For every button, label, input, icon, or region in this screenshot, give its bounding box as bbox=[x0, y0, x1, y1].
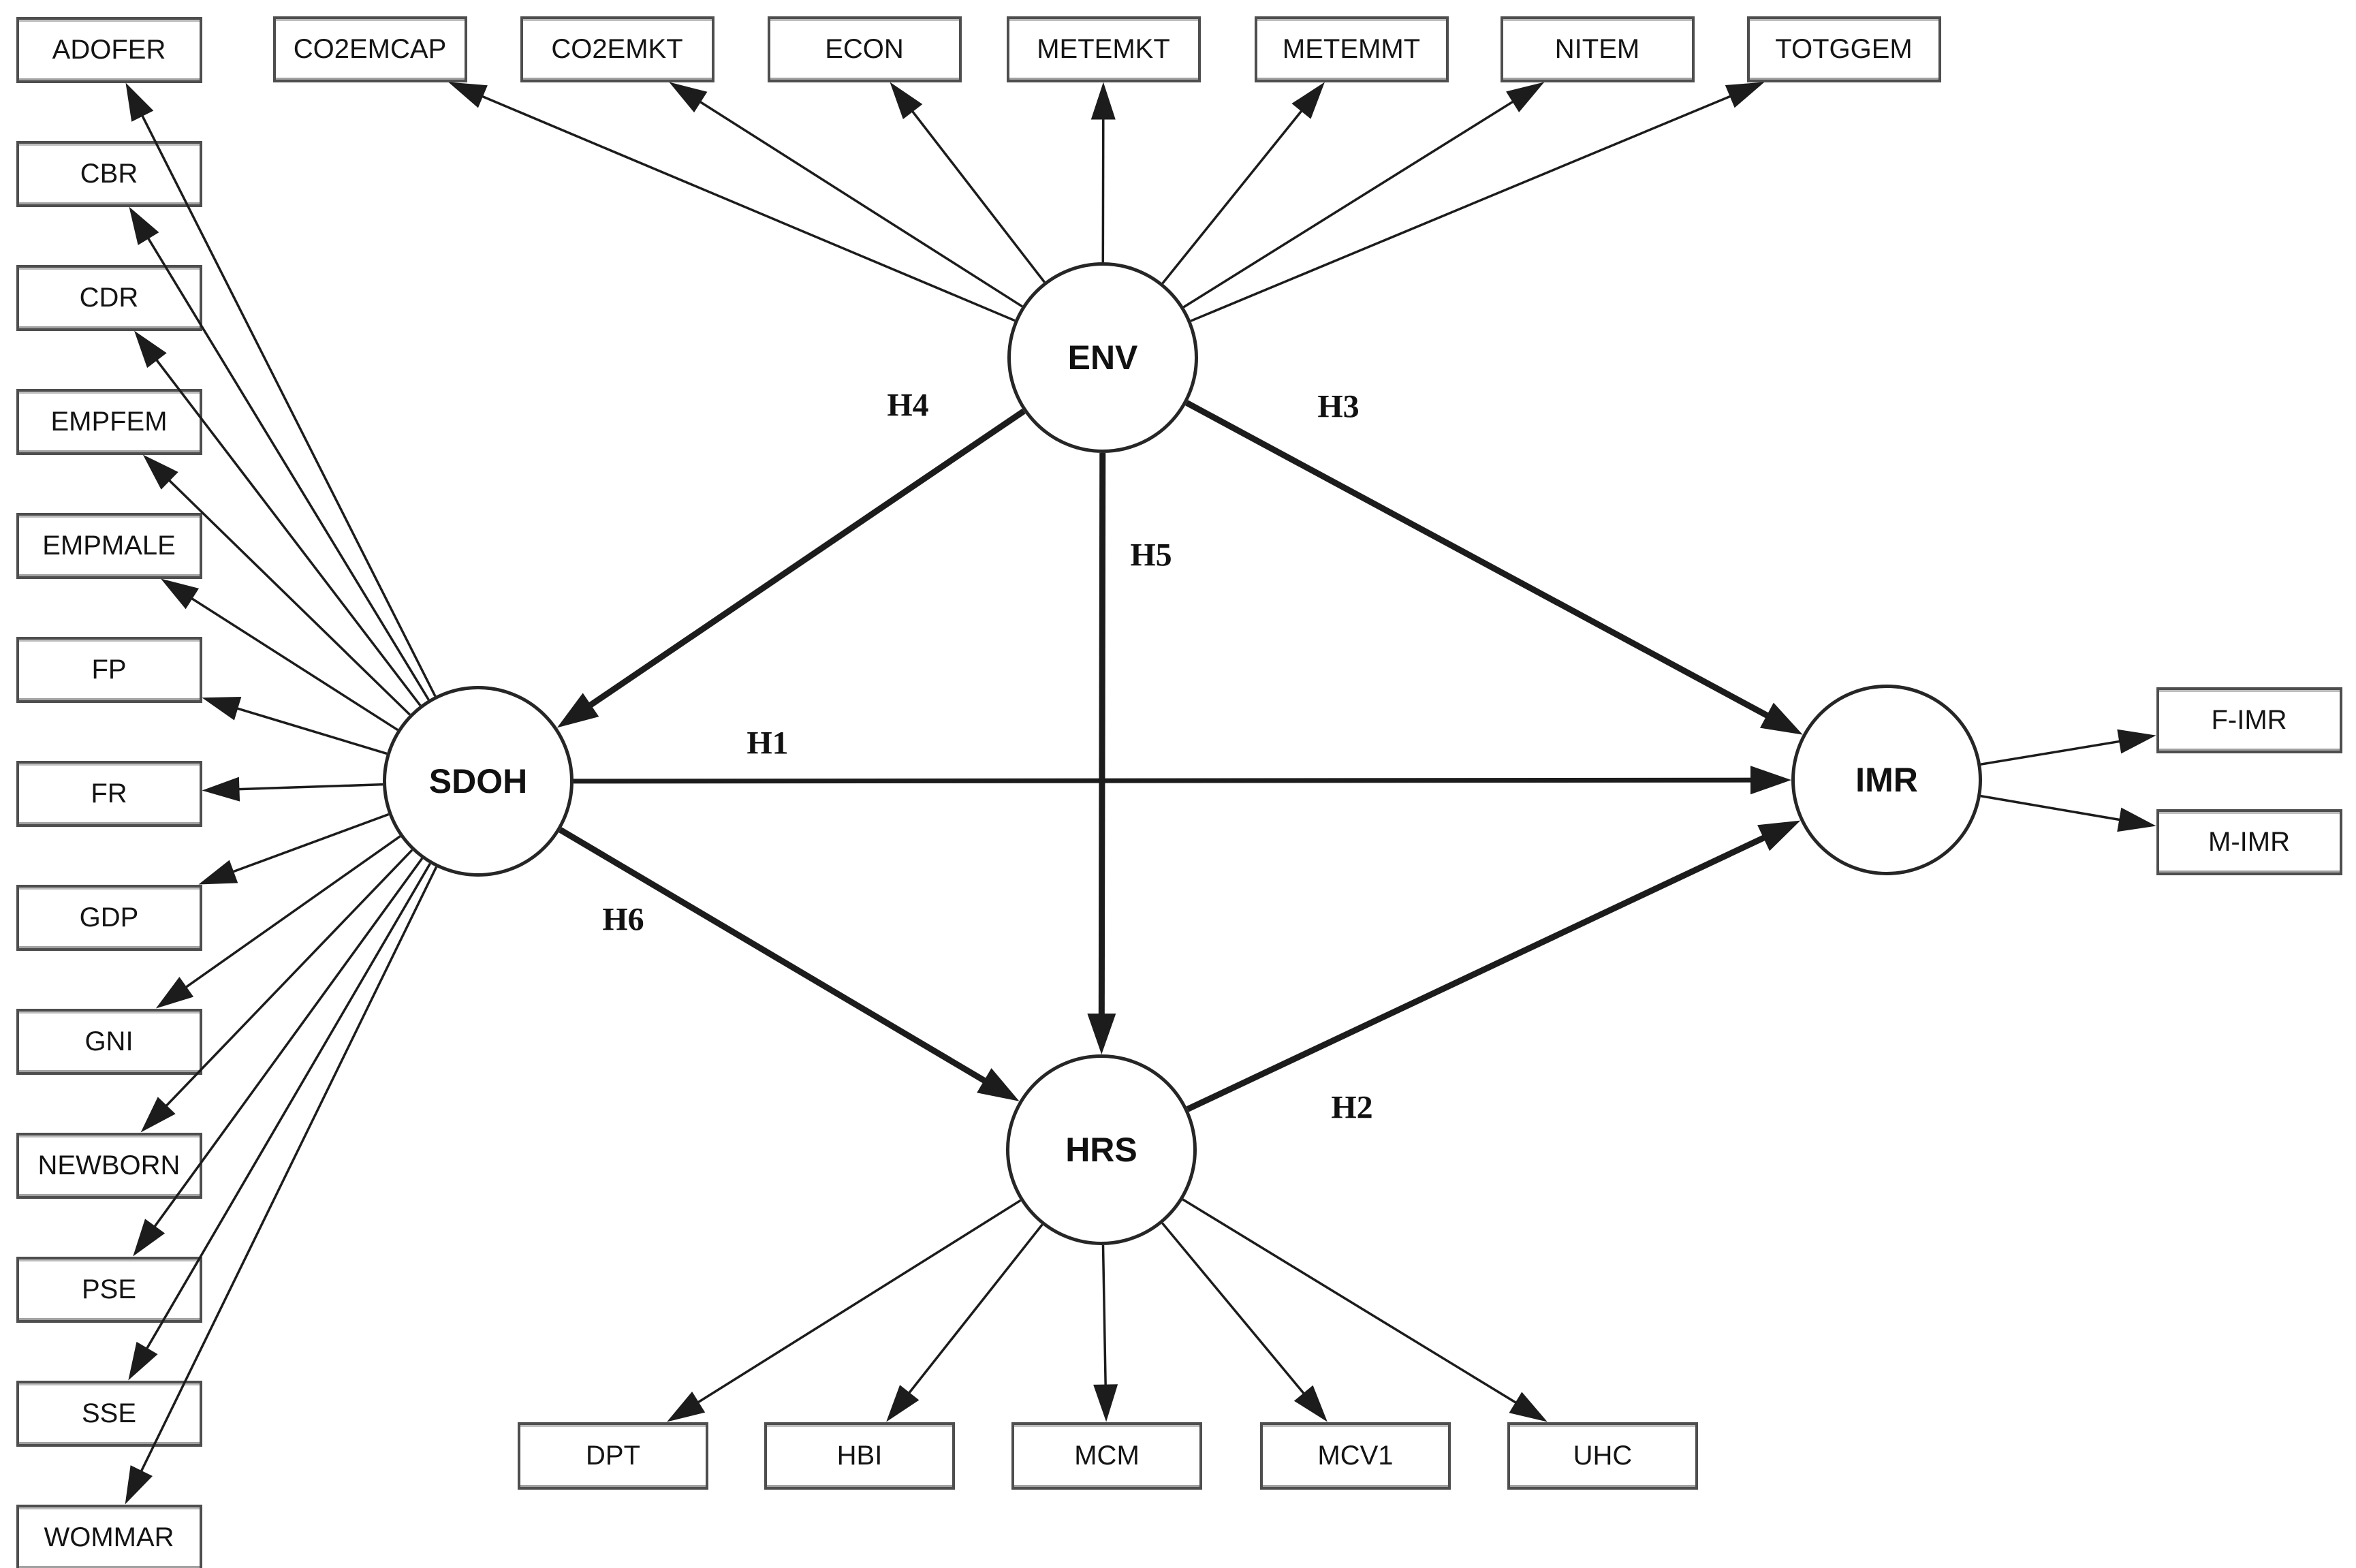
edge-imr-f-imr-line bbox=[1980, 737, 2138, 766]
edge-sdoh-empmale-arrowhead bbox=[160, 578, 200, 610]
edge-h3-env-imr-line bbox=[1185, 400, 1787, 728]
edge-sdoh-wommar-arrowhead bbox=[125, 1465, 153, 1505]
edge-sdoh-fr-line bbox=[220, 783, 383, 791]
edge-env-totggem-arrowhead bbox=[1725, 82, 1765, 108]
edge-env-nitem-line bbox=[1182, 91, 1529, 309]
edge-h5-env-hrs-line bbox=[1098, 452, 1106, 1035]
edge-h6-sdoh-hrs-arrowhead bbox=[977, 1068, 1020, 1101]
edge-sdoh-fp-line bbox=[219, 702, 388, 755]
hypothesis-label-h3: H3 bbox=[1317, 388, 1360, 425]
edge-sdoh-adofer-arrowhead bbox=[125, 82, 154, 122]
edge-h1-sdoh-imr-arrowhead bbox=[1750, 766, 1791, 795]
edge-hrs-dpt-arrowhead bbox=[667, 1392, 706, 1422]
indicator-box-econ: ECON bbox=[767, 16, 962, 82]
indicator-box-f-imr: F-IMR bbox=[2156, 687, 2342, 753]
indicator-box-dpt: DPT bbox=[518, 1422, 708, 1490]
edge-sdoh-pse-arrowhead bbox=[133, 1219, 166, 1257]
latent-hrs-circle: HRS bbox=[1006, 1054, 1197, 1245]
indicator-box-co2emcap: CO2EMCAP bbox=[272, 16, 467, 82]
edge-env-metemmt-line bbox=[1161, 95, 1315, 285]
edge-sdoh-empfem-arrowhead bbox=[142, 454, 178, 490]
edge-sdoh-sse-arrowhead bbox=[128, 1341, 158, 1381]
latent-imr-circle: IMR bbox=[1791, 685, 1982, 875]
edge-env-nitem-arrowhead bbox=[1506, 82, 1545, 112]
indicator-box-wommar: WOMMAR bbox=[16, 1504, 202, 1568]
edge-hrs-dpt-line bbox=[682, 1199, 1022, 1413]
hypothesis-label-h4: H4 bbox=[887, 387, 929, 424]
edge-hrs-hbi-arrowhead bbox=[886, 1385, 920, 1422]
indicator-box-mcm: MCM bbox=[1011, 1422, 1202, 1490]
edge-hrs-mcv1-arrowhead bbox=[1293, 1385, 1328, 1422]
edge-imr-m-imr-line bbox=[1980, 794, 2138, 824]
edge-h5-env-hrs-arrowhead bbox=[1087, 1013, 1116, 1055]
latent-hrs-label: HRS bbox=[1065, 1131, 1137, 1169]
edge-sdoh-gdp-line bbox=[215, 813, 390, 879]
edge-h3-env-imr-arrowhead bbox=[1759, 702, 1803, 735]
edge-sdoh-gni-line bbox=[170, 835, 401, 999]
edge-imr-f-imr-arrowhead bbox=[2117, 729, 2156, 754]
indicator-box-empmale: EMPMALE bbox=[16, 512, 202, 579]
edge-sdoh-newborn-arrowhead bbox=[140, 1097, 176, 1133]
edge-env-econ-line bbox=[900, 96, 1046, 283]
indicator-box-gni: GNI bbox=[16, 1008, 202, 1075]
edge-env-co2emkt-line bbox=[684, 91, 1023, 308]
edge-h4-env-sdoh-arrowhead bbox=[556, 693, 599, 728]
latent-sdoh-circle: SDOH bbox=[383, 686, 574, 877]
edge-hrs-uhc-line bbox=[1182, 1198, 1533, 1413]
edge-env-totggem-line bbox=[1190, 88, 1748, 322]
latent-env-label: ENV bbox=[1067, 339, 1138, 377]
indicator-box-newborn: NEWBORN bbox=[16, 1132, 202, 1199]
edge-hrs-hbi-line bbox=[896, 1223, 1043, 1409]
indicator-box-adofer: ADOFER bbox=[16, 16, 202, 83]
edge-sdoh-fr-arrowhead bbox=[202, 777, 240, 802]
edge-hrs-mcv1-line bbox=[1161, 1222, 1317, 1409]
indicator-box-metemmt: METEMMT bbox=[1254, 16, 1449, 82]
edge-h4-env-sdoh-line bbox=[572, 408, 1026, 719]
indicator-box-cdr: CDR bbox=[16, 264, 202, 331]
edge-h2-hrs-imr-line bbox=[1186, 826, 1784, 1112]
edge-env-co2emcap-line bbox=[465, 88, 1016, 322]
indicator-box-gdp: GDP bbox=[16, 884, 202, 951]
indicator-box-nitem: NITEM bbox=[1500, 16, 1695, 82]
indicator-box-metemkt: METEMKT bbox=[1006, 16, 1201, 82]
edge-h6-sdoh-hrs-line bbox=[559, 827, 1003, 1094]
indicator-box-hbi: HBI bbox=[764, 1422, 955, 1490]
edge-hrs-uhc-arrowhead bbox=[1509, 1392, 1548, 1422]
indicator-box-totggem: TOTGGEM bbox=[1746, 16, 1941, 82]
indicator-box-fr: FR bbox=[16, 760, 202, 827]
indicator-box-uhc: UHC bbox=[1507, 1422, 1698, 1490]
edge-imr-m-imr-arrowhead bbox=[2117, 807, 2156, 832]
edge-env-econ-arrowhead bbox=[890, 82, 923, 120]
hypothesis-label-h1: H1 bbox=[747, 725, 789, 762]
edge-env-co2emkt-arrowhead bbox=[669, 82, 708, 113]
edge-env-co2emcap-arrowhead bbox=[448, 82, 488, 108]
edge-sdoh-gdp-arrowhead bbox=[198, 860, 238, 885]
edge-h1-sdoh-imr-line bbox=[573, 777, 1772, 784]
hypothesis-label-h2: H2 bbox=[1331, 1089, 1373, 1126]
latent-env-circle: ENV bbox=[1007, 262, 1198, 453]
latent-imr-label: IMR bbox=[1855, 761, 1918, 799]
edge-sdoh-empmale-line bbox=[176, 587, 398, 732]
edge-env-metemmt-arrowhead bbox=[1291, 82, 1325, 119]
indicator-box-mcv1: MCV1 bbox=[1260, 1422, 1451, 1490]
edge-sdoh-cbr-arrowhead bbox=[129, 206, 159, 245]
indicator-box-empfem: EMPFEM bbox=[16, 388, 202, 455]
latent-sdoh-label: SDOH bbox=[428, 762, 528, 800]
indicator-box-co2emkt: CO2EMKT bbox=[520, 16, 714, 82]
edge-hrs-mcm-line bbox=[1101, 1244, 1108, 1404]
hypothesis-label-h5: H5 bbox=[1130, 537, 1172, 574]
indicator-box-pse: PSE bbox=[16, 1256, 202, 1323]
indicator-box-cbr: CBR bbox=[16, 140, 202, 207]
edge-sdoh-gni-arrowhead bbox=[155, 977, 194, 1009]
edge-sdoh-fp-arrowhead bbox=[202, 697, 242, 721]
edge-sdoh-cdr-arrowhead bbox=[134, 330, 167, 369]
indicator-box-fp: FP bbox=[16, 636, 202, 703]
edge-hrs-mcm-arrowhead bbox=[1093, 1384, 1118, 1422]
edge-env-metemkt-arrowhead bbox=[1090, 82, 1116, 120]
indicator-box-m-imr: M-IMR bbox=[2156, 809, 2342, 875]
indicator-box-sse: SSE bbox=[16, 1380, 202, 1447]
edge-h2-hrs-imr-arrowhead bbox=[1757, 820, 1801, 851]
hypothesis-label-h6: H6 bbox=[602, 901, 644, 938]
